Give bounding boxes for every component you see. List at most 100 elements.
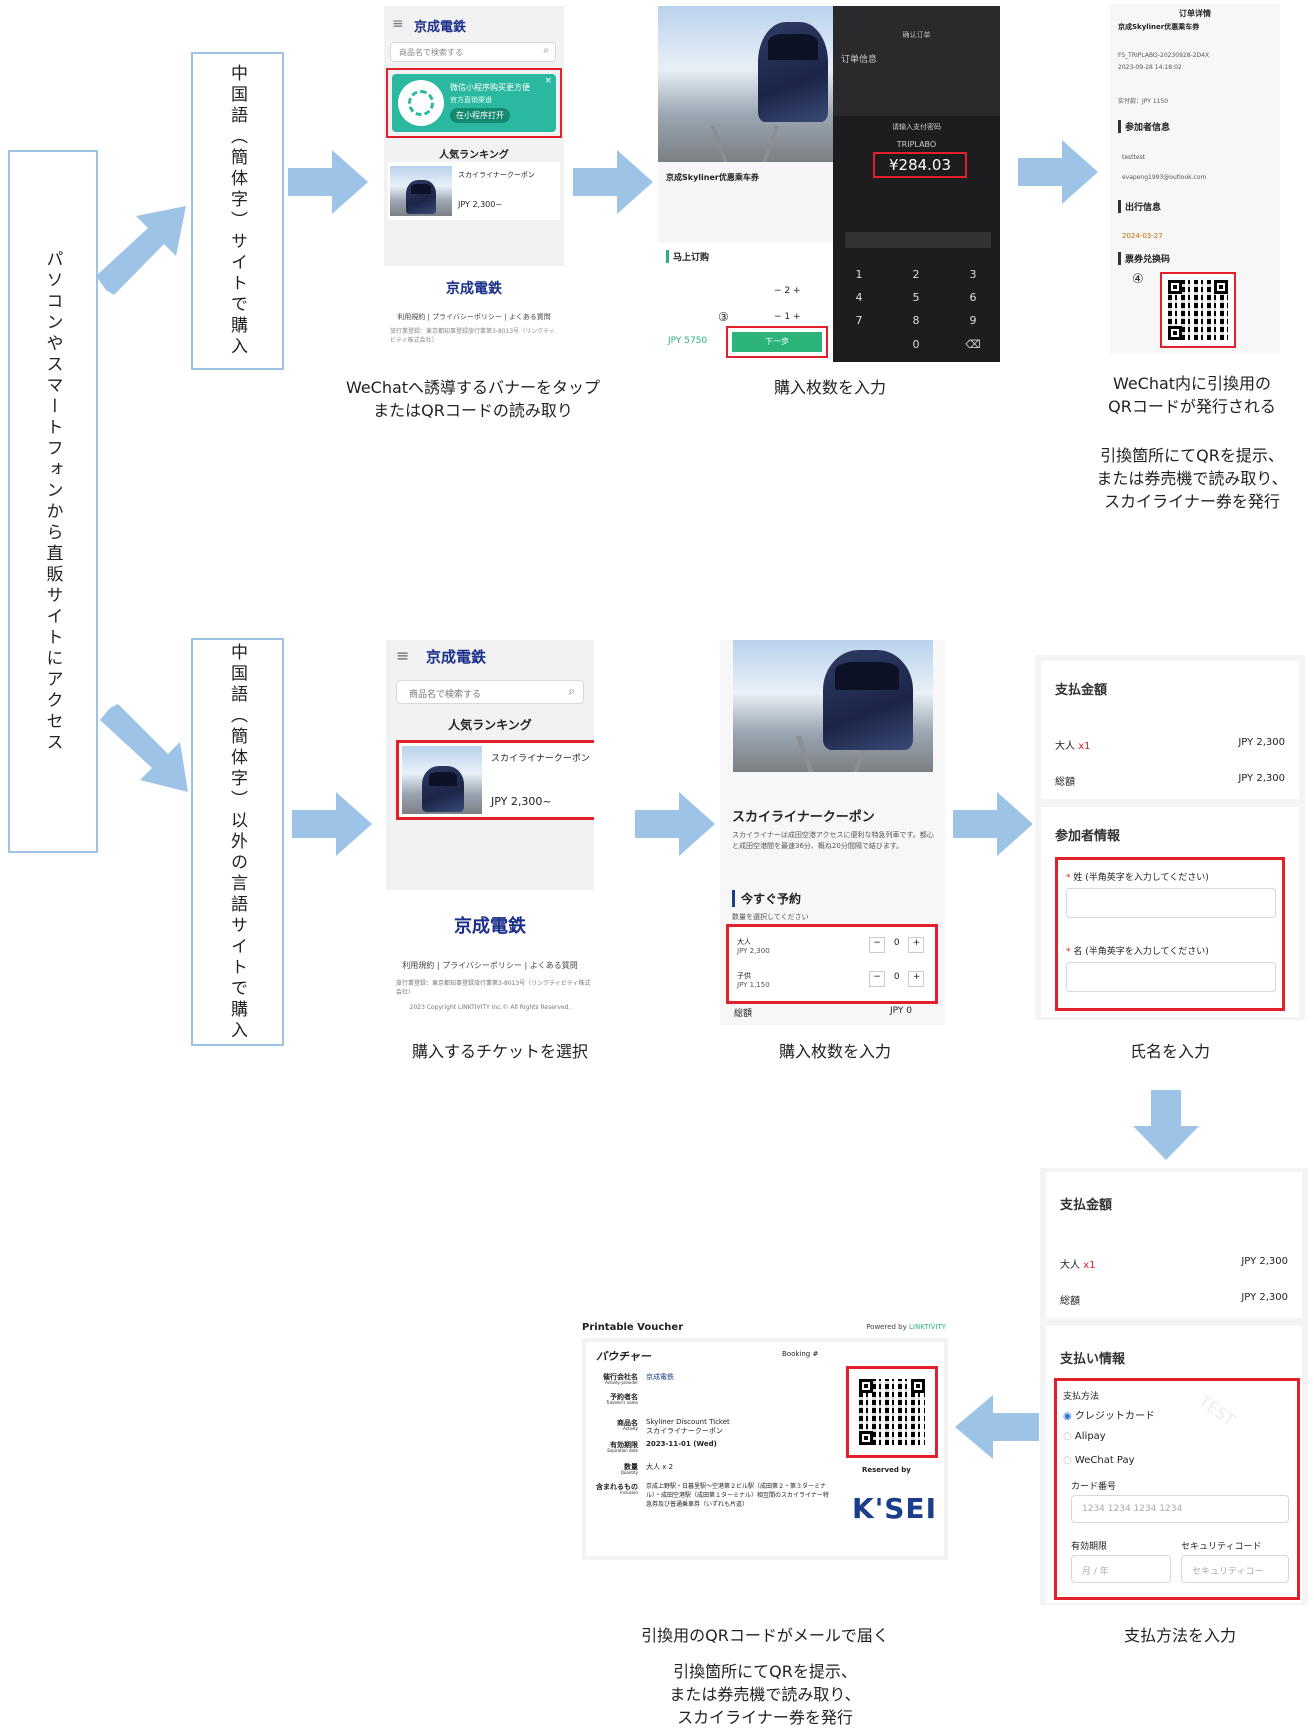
participant-name: testtest [1122,154,1146,161]
name-form: * 姓 (半角英字を入力してください) * 名 (半角英字を入力してください) [1055,857,1285,1011]
arrow-right [635,792,715,856]
screen-cn-order: 京成Skyliner优惠乘车券 马上订购 − 2 + − 1 + ③ JPY 5… [658,6,833,362]
search-icon: ⌕ [543,45,549,56]
participant-email: evapeng1993@outlook.com [1122,174,1207,181]
adult-row: 大人 x1 [1060,1260,1096,1271]
keisei-logo: 京成電鉄 [426,648,487,666]
test-watermark: TEST [1195,1391,1239,1430]
adult-stepper[interactable]: − 2 + [774,286,801,296]
train-image [733,640,933,772]
booking-section-title: 今すぐ予約 [732,890,801,907]
screen-other-footer: 京成電鉄 利用規約 | プライバシーポリシー | よくある質問 旅行業登録：東京… [386,900,594,1015]
product-card[interactable]: スカイライナークーポン JPY 2,300~ [388,162,560,220]
caption-top-1: WeChatへ誘導するバナーをタップ またはQRコードの読み取り [345,378,601,420]
payment-amount-title: 支払金額 [1060,1198,1113,1213]
arrow-right [288,150,368,214]
activity-provider: 京成電鉄 [646,1373,674,1381]
powered-by: Powered by LINKTIVITY [866,1323,946,1331]
arrow-right [1018,140,1098,204]
caption-mid-3: 氏名を入力 [1129,1042,1210,1061]
keisei-logo-large: 京成電鉄 [446,281,502,297]
total-value: JPY 2,300 [1241,1292,1288,1303]
total-label: 総額 [1060,1296,1080,1307]
total-label: 総額 [1055,777,1075,788]
menu-icon[interactable]: ≡ [396,646,410,665]
inclusion: 京成上野駅・日暮里駅〜空港第２ビル駅（成田第２・第３ターミナル）・成田空港駅（成… [646,1483,829,1508]
confirm-order-title: 确认订单 [902,31,931,39]
ranking-title: 人気ランキング [439,150,509,161]
participant-title: 参加者情報 [1055,829,1121,844]
product-description: スカイライナーは成田空港アクセスに便利な特急列車です。都心と成田空港間を最速36… [732,831,934,850]
pay-password-title: 请输入支付密码 [892,123,941,131]
last-name-field[interactable] [1066,888,1276,918]
password-field[interactable] [845,232,991,248]
reserved-by: Reserved by [862,1466,911,1474]
child-stepper[interactable]: − 0 + [869,971,925,987]
footer-note: 旅行業登録：東京都知事登録旅行業第3-8013号（リンクティビティ株式会社） [390,328,555,344]
quantity-hint: 数量を選択してください [732,913,809,921]
adult-stepper[interactable]: − 0 + [869,937,925,953]
chinese-site-box: 中国語（簡体字）サイトで購入 [191,52,284,370]
radio-wechat-pay[interactable]: ○ WeChat Pay [1063,1455,1135,1466]
voucher-qr-code [846,1366,938,1458]
expiration-date: 2023-11-01 (Wed) [646,1440,717,1448]
product-title: 京成Skyliner优惠乘车券 [666,173,759,182]
wechat-banner[interactable]: 微信小程序购买更方便 官方直销渠道 在小程序打开 × [386,68,562,138]
train-image [402,746,482,814]
search-input[interactable]: 商品名で検索する ⌕ [396,680,584,704]
child-stepper[interactable]: − 1 + [774,312,801,322]
radio-credit-card[interactable]: ◉ クレジットカード [1063,1411,1155,1422]
caption-bottom-mail: 引換用のQRコードがメールで届く [641,1626,889,1645]
total-label: 総額 [734,1009,753,1019]
product-card[interactable]: スカイライナークーポン JPY 2,300~ [396,740,594,820]
ranking-title: 人気ランキング [448,718,532,732]
arrow-right [573,150,653,214]
banner-title: 微信小程序购买更方便 [450,83,530,92]
quantity-selector: 大人 JPY 2,300 − 0 + 子供 JPY 1,150 − 0 + [726,924,938,1004]
child-price: JPY 1,150 [737,981,770,989]
keisei-logo-large: 京成電鉄 [454,916,526,937]
search-icon: ⌕ [568,684,575,698]
arrow-up-right [96,206,186,295]
merchant-name: TRIPLABO [896,140,937,149]
copyright: 2023 Copyright LINKTIVITY Inc.© All Righ… [409,1004,571,1011]
expiry-field[interactable]: 月 / 年 [1071,1555,1171,1583]
expiry-label: 有効期限 [1071,1542,1108,1552]
cvc-field[interactable]: セキュリティコー [1181,1555,1289,1583]
child-label: 子供 [737,972,751,980]
order-info-header: 订单信息 [841,55,878,65]
product-price: JPY 2,300~ [491,795,552,808]
radio-alipay[interactable]: ○ Alipay [1063,1431,1106,1442]
detail-header: 订单详情 [1179,9,1211,18]
first-name-field[interactable] [1066,962,1276,992]
close-icon[interactable]: × [544,76,552,86]
cvc-label: セキュリティコード [1181,1542,1262,1552]
next-button[interactable]: 下一步 [726,326,828,358]
arrow-right [292,792,372,856]
caption-top-3a: WeChat内に引換用の QRコードが発行される [1108,374,1276,416]
footer-links[interactable]: 利用規約 | プライバシーポリシー | よくある質問 [397,313,551,321]
card-number-field[interactable]: 1234 1234 1234 1234 [1071,1495,1289,1523]
caption-bottom-mail-2: 引換箇所にてQRを提示、 または券売機で読み取り、 スカイライナー券を発行 [669,1662,861,1727]
card-number-label: カード番号 [1071,1482,1117,1492]
order-number: FS_TRIPLABO-20230928-2D4X [1118,52,1210,59]
search-input[interactable]: 商品名で検索する ⌕ [390,42,556,62]
arrow-left [955,1395,1039,1459]
booking-number: Booking # [782,1350,819,1358]
footer-note: 旅行業登録：東京都知事登録旅行業第3-8013号（リンクティビティ株式会社） [396,980,591,996]
quantity: 大人 x 2 [646,1463,674,1471]
last-name-label: 姓 (半角英字を入力してください) [1073,873,1209,883]
arrow-right [953,792,1033,856]
menu-icon[interactable]: ≡ [392,16,404,32]
screen-payment: 支払金額 大人 x1 JPY 2,300 総額 JPY 2,300 支払い情報 … [1040,1168,1308,1605]
step-mark-3: ③ [718,310,729,324]
payment-form: TEST 支払方法 ◉ クレジットカード ○ Alipay ○ WeChat P… [1054,1378,1300,1600]
detail-product: 京成Skyliner优惠乘车券 [1118,23,1200,31]
footer-links[interactable]: 利用規約 | プライバシーポリシー | よくある質問 [402,961,578,970]
access-site-box: パソコンやスマートフォンから直販サイトにアクセス [8,150,98,853]
caption-top-2: 購入枚数を入力 [773,378,886,397]
order-section-title: 马上订购 [666,250,709,263]
open-miniprogram-button[interactable]: 在小程序打开 [450,108,510,123]
screen-other-top: ≡ 京成電鉄 商品名で検索する ⌕ 人気ランキング スカイライナークーポン JP… [386,640,594,890]
product-name: スカイライナークーポン [458,171,535,179]
